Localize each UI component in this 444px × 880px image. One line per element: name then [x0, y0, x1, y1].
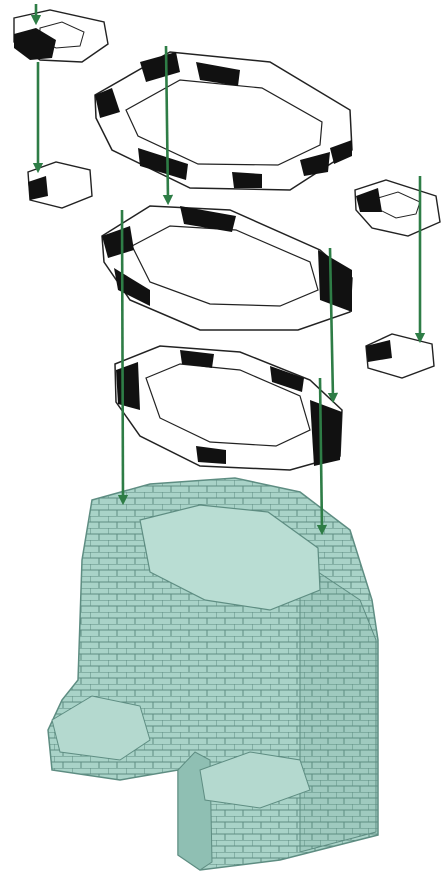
base-left-foot	[51, 695, 151, 761]
small-ring-right	[354, 179, 441, 237]
arrow-3	[162, 45, 174, 206]
base-right-foot	[199, 751, 311, 809]
large-ring-middle	[101, 205, 353, 331]
assembled-base	[47, 477, 379, 871]
arrow-7	[316, 377, 328, 536]
small-piece-right	[365, 333, 435, 379]
small-piece-left	[27, 161, 93, 209]
base-right-face	[299, 559, 377, 853]
arrow-4	[117, 209, 129, 506]
small-ring-top-left	[13, 9, 109, 63]
large-ring-lower	[114, 345, 343, 471]
base-top-recess	[139, 504, 321, 611]
large-ring-top	[94, 51, 353, 191]
arrow-5	[327, 247, 339, 404]
assembly-arrows	[30, 4, 426, 536]
